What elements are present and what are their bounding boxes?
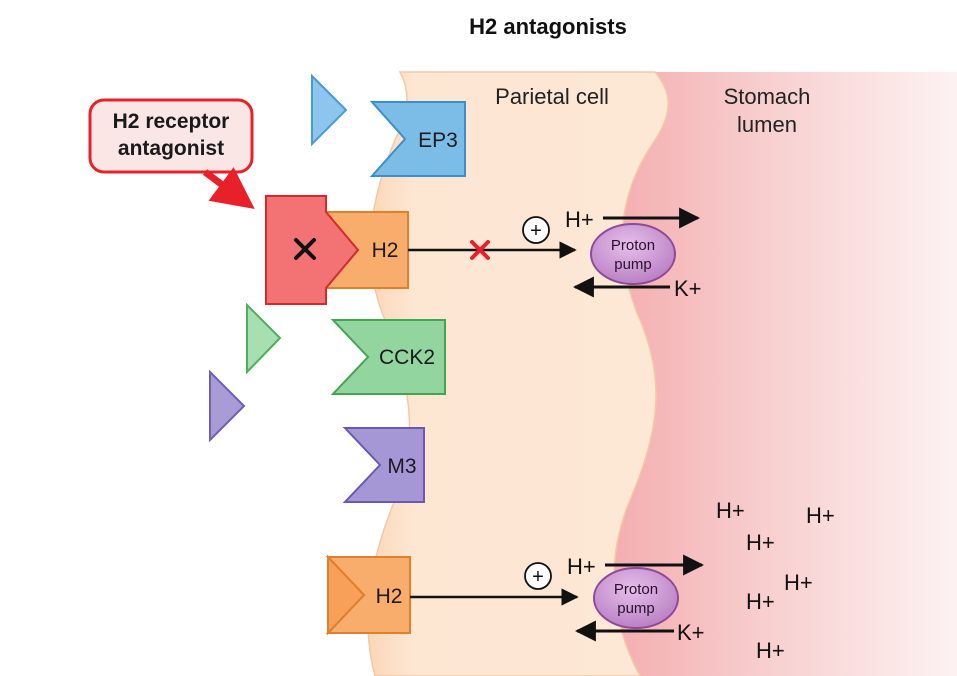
h2-receptor-active: H2 <box>325 554 411 636</box>
h2-active-label: H2 <box>376 585 403 608</box>
callout-pointer-arrow <box>202 167 255 210</box>
m3-receptor: M3 <box>342 427 425 503</box>
stomach-lumen-label-line2: lumen <box>737 112 797 137</box>
red-x-icon <box>470 240 490 260</box>
cck2-ligand <box>246 302 282 375</box>
pump-bottom-label-line2: pump <box>617 600 655 617</box>
m3-label: M3 <box>387 455 416 478</box>
lumen-h-ion: H+ <box>746 530 775 555</box>
lumen-h-ion: H+ <box>806 503 835 528</box>
lumen-h-ion: H+ <box>756 638 785 663</box>
pump-bottom-label-line1: Proton <box>614 581 658 598</box>
proton-pump-top: Proton pump <box>590 223 676 285</box>
cck2-receptor: CCK2 <box>330 319 446 395</box>
svg-text:+: + <box>530 220 542 242</box>
pump-top-label-line2: pump <box>614 256 652 273</box>
pump-top-label-line1: Proton <box>611 237 655 254</box>
plus-circle-icon: + <box>524 562 552 590</box>
cck2-label: CCK2 <box>379 346 435 369</box>
stomach-lumen-label-line1: Stomach <box>724 84 811 109</box>
ep3-receptor: EP3 <box>369 101 466 177</box>
lumen-h-ion: H+ <box>784 570 813 595</box>
k-ion-top: K+ <box>674 276 702 301</box>
plus-circle-icon: + <box>522 216 550 244</box>
callout-line1: H2 receptor <box>113 110 230 133</box>
proton-pump-bottom: Proton pump <box>593 567 679 629</box>
antagonist-molecule <box>265 195 360 305</box>
h-ion-bottom: H+ <box>567 554 596 579</box>
lumen-h-ion: H+ <box>746 589 775 614</box>
h-ion-top: H+ <box>565 207 594 232</box>
svg-text:+: + <box>532 566 544 588</box>
x-mark-icon <box>294 238 316 260</box>
callout-line2: antagonist <box>118 137 224 160</box>
k-ion-bottom: K+ <box>677 620 705 645</box>
m3-ligand <box>209 369 246 443</box>
histamine-ligand <box>327 554 366 636</box>
lumen-h-ion: H+ <box>716 498 745 523</box>
page-title: H2 antagonists <box>469 14 627 39</box>
h2-blocked-label: H2 <box>372 239 399 262</box>
antagonist-callout: H2 receptor antagonist <box>88 98 254 174</box>
parietal-cell-label: Parietal cell <box>495 84 609 109</box>
ep3-ligand <box>311 73 348 147</box>
ep3-label: EP3 <box>418 129 458 152</box>
